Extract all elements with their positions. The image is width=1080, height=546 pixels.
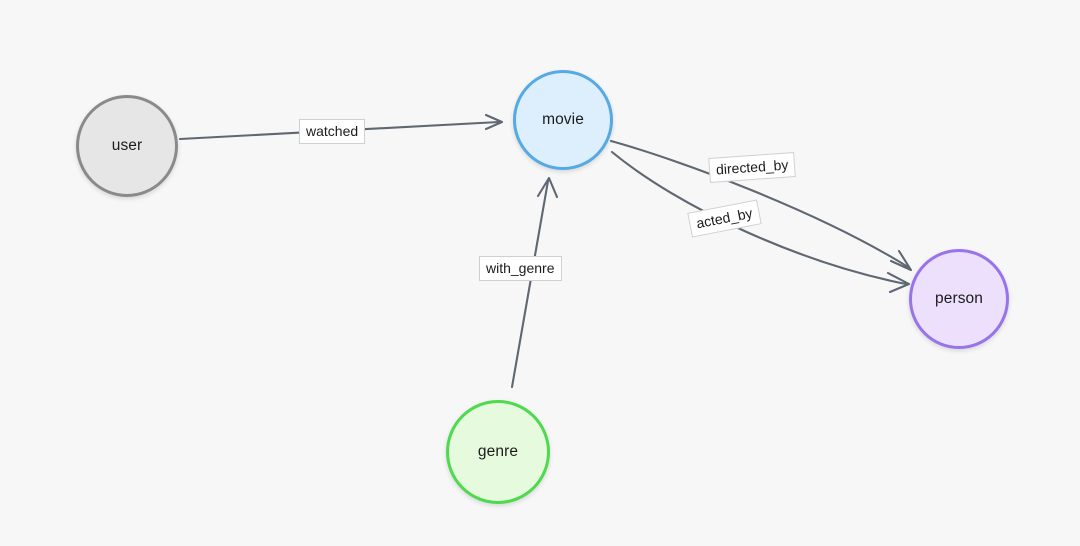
edge-label-with-genre[interactable]: with_genre (479, 256, 562, 281)
node-genre[interactable]: genre (446, 400, 550, 504)
edge-label-with-genre-text: with_genre (486, 260, 555, 276)
edge-with-genre-arrowhead (536, 176, 559, 199)
edge-watched-arrowhead (484, 113, 504, 131)
edge-label-watched[interactable]: watched (299, 119, 366, 144)
edge-label-watched-text: watched (306, 123, 359, 139)
edge-directed-by-arrowhead (889, 249, 913, 272)
edge-with-genre-path (510, 179, 550, 389)
node-user-label: user (111, 137, 143, 155)
node-movie-label: movie (542, 111, 584, 129)
node-person-label: person (935, 290, 983, 308)
edge-acted-by[interactable] (610, 150, 911, 294)
node-person[interactable]: person (909, 249, 1009, 349)
edge-with-genre[interactable] (510, 176, 559, 389)
node-genre-label: genre (477, 443, 519, 461)
node-movie[interactable]: movie (513, 70, 613, 170)
edge-directed-by[interactable] (609, 139, 913, 272)
edge-acted-by-arrowhead (886, 271, 911, 294)
edge-acted-by-path (610, 150, 908, 286)
edge-label-directed-by-text: directed_by (715, 156, 789, 178)
node-user[interactable]: user (76, 95, 178, 197)
edge-directed-by-path (609, 139, 910, 269)
